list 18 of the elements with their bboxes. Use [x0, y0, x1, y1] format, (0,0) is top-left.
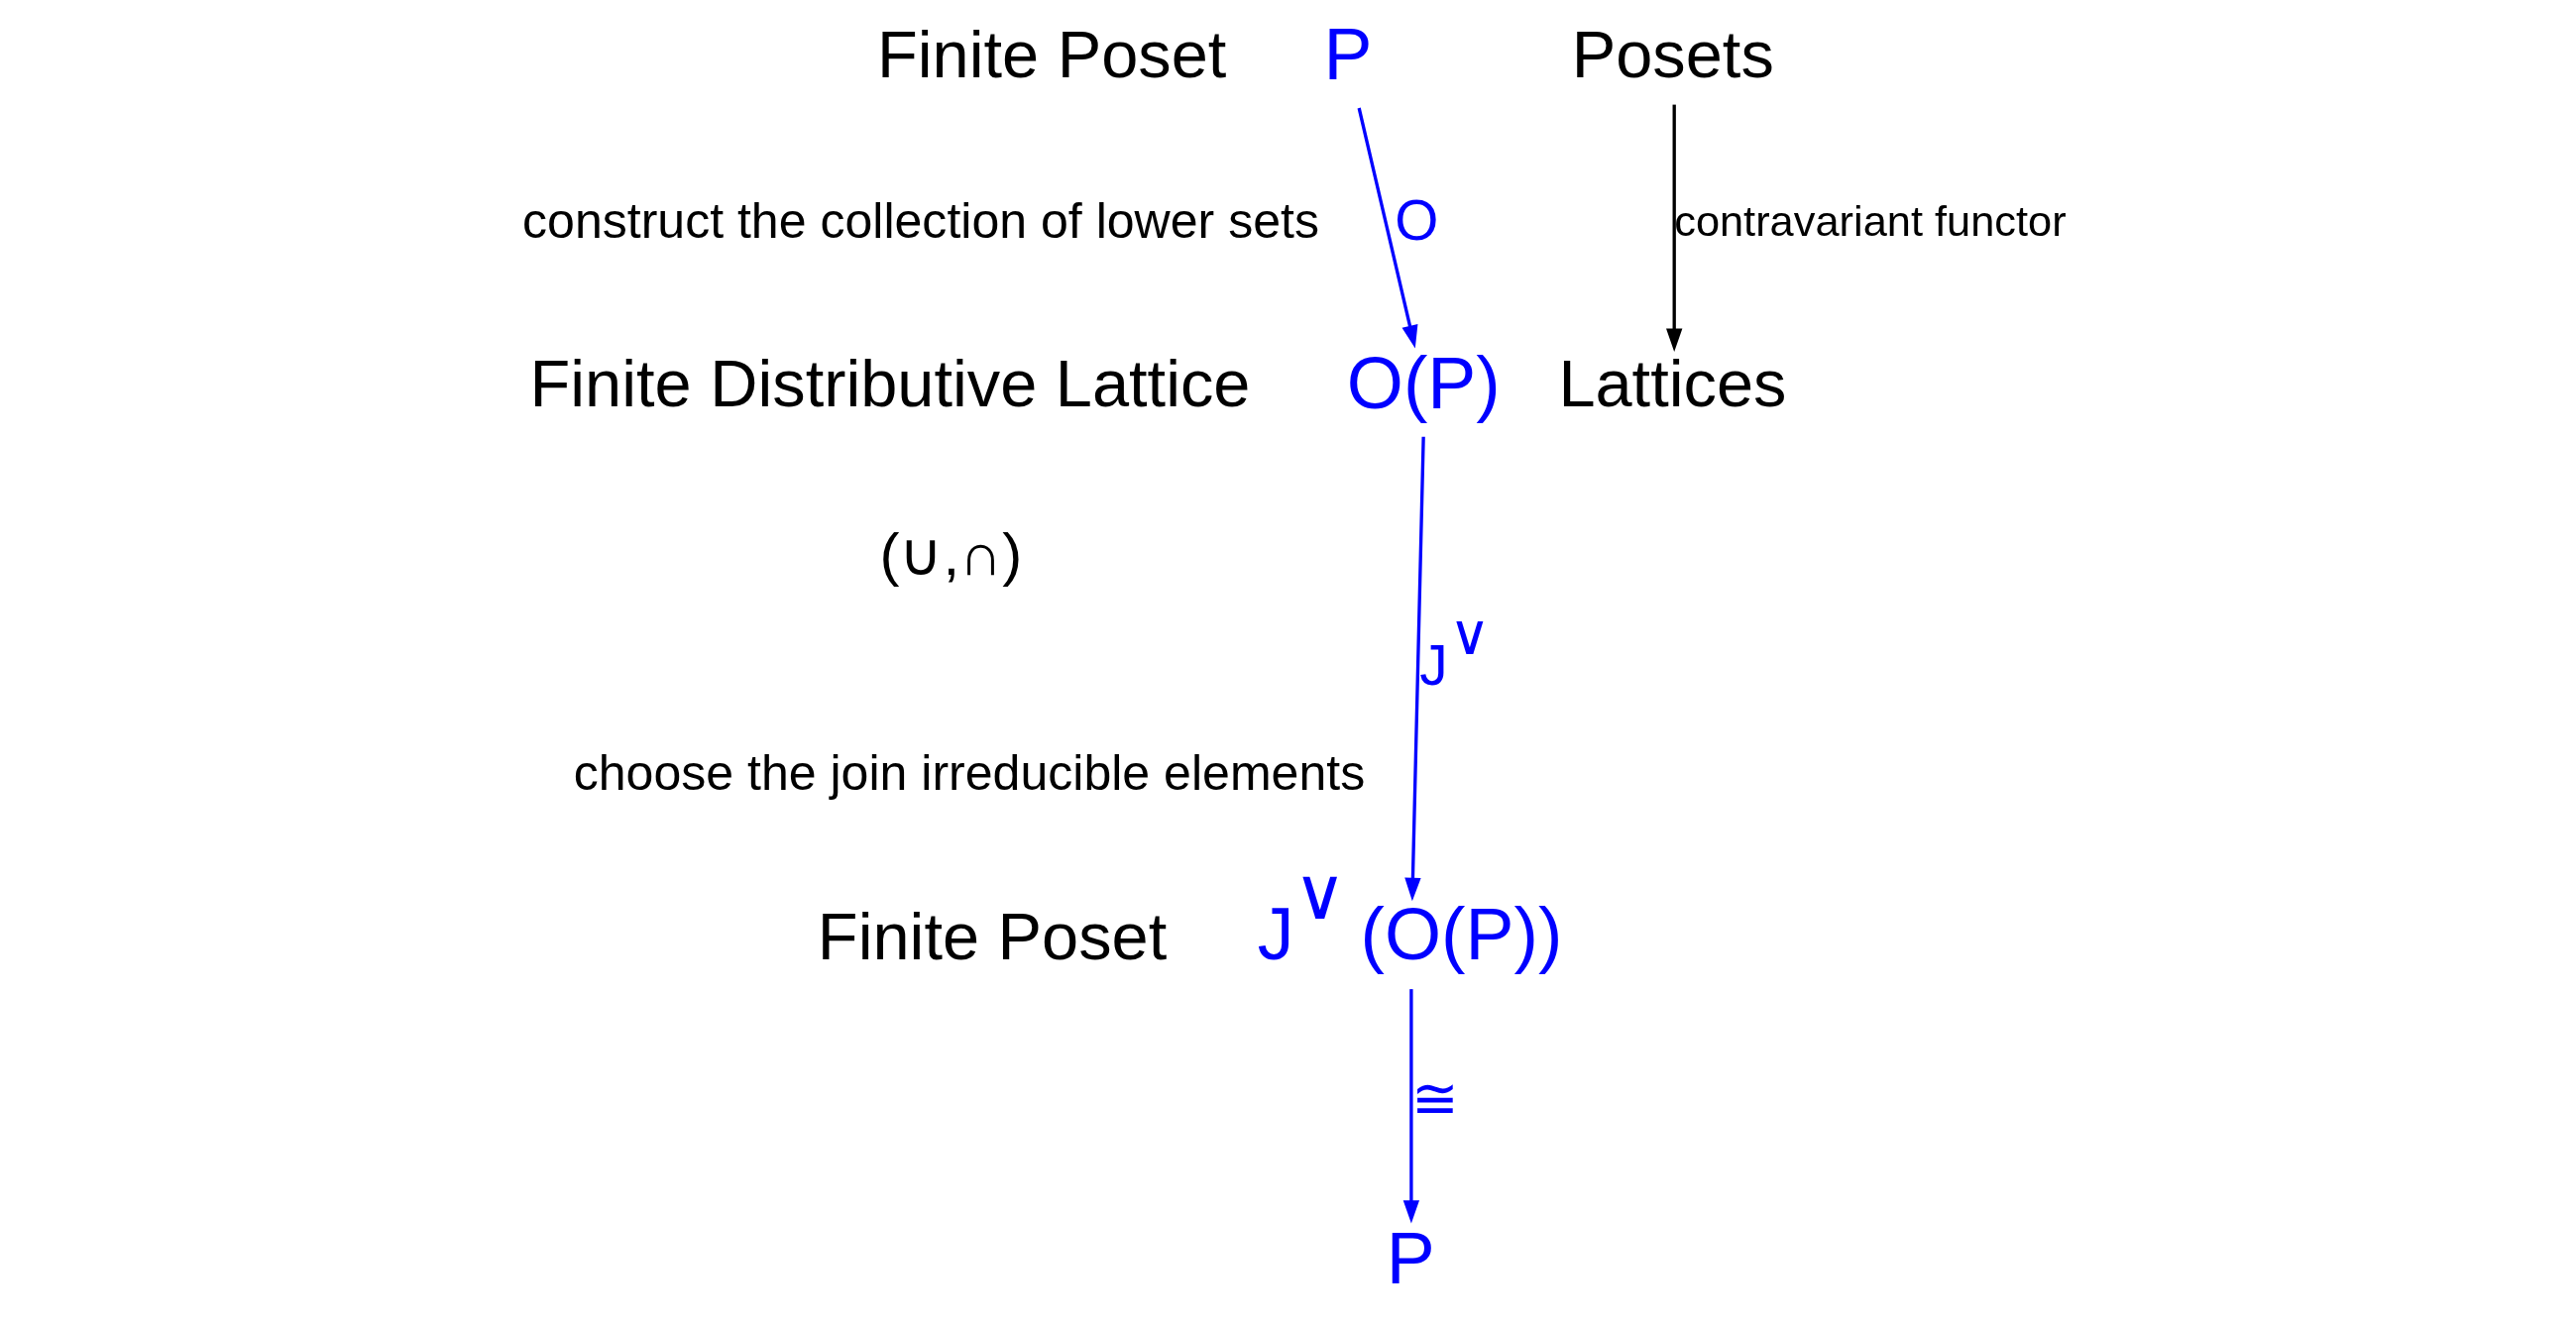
- node-label: Finite Poset: [817, 899, 1167, 973]
- arrow: [1402, 989, 1419, 1224]
- arrow: [1403, 436, 1425, 902]
- label: choose the join irreducible elements: [573, 745, 1365, 802]
- node-text: Lattices: [1557, 347, 1786, 421]
- edge-label: contravariant functor: [1673, 197, 2067, 246]
- node-label: Finite Poset: [876, 18, 1226, 92]
- label: construct the collection of lower sets: [521, 193, 1319, 250]
- edge-label: ≅: [1410, 1067, 1459, 1131]
- node-label: (∪,∩): [878, 521, 1022, 589]
- edge-label: O: [1394, 189, 1438, 253]
- node-text: P: [1322, 14, 1372, 96]
- arrow: [1357, 107, 1417, 349]
- node-text: P: [1386, 1218, 1435, 1300]
- arrow: [1665, 104, 1682, 352]
- node-text: Posets: [1571, 18, 1774, 92]
- node-label: Finite Distributive Lattice: [529, 347, 1250, 421]
- node-text: O(P): [1346, 343, 1501, 425]
